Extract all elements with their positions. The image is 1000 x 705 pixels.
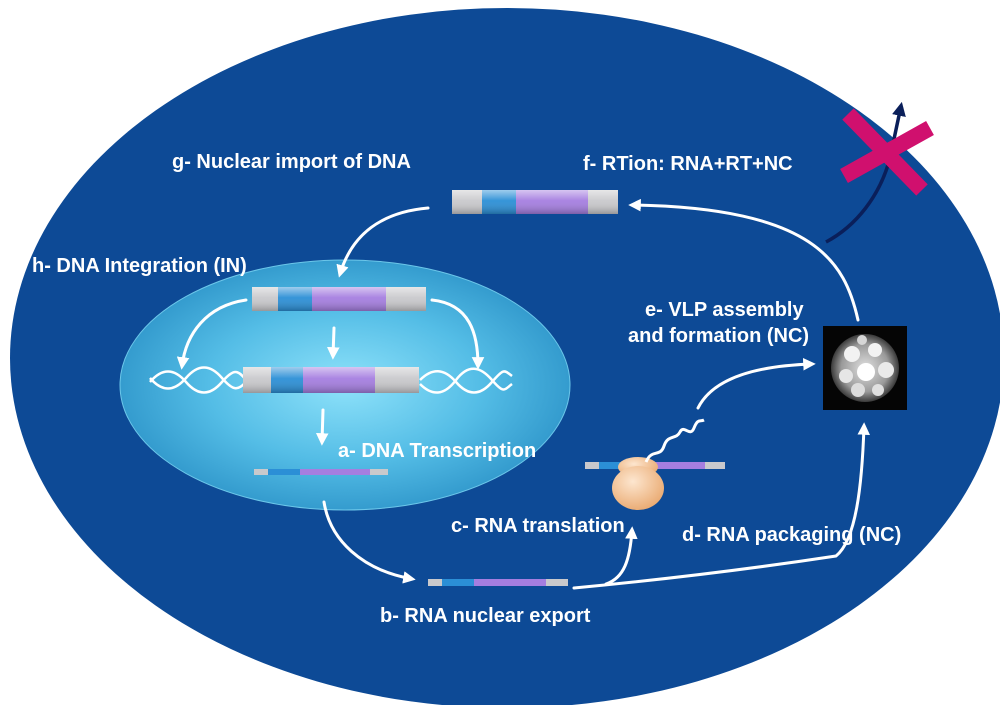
arrow-export xyxy=(322,500,416,584)
integrated-provirus xyxy=(243,367,419,393)
label-packaging: d- RNA packaging (NC) xyxy=(682,524,902,546)
arrow-rtion-to-dna xyxy=(628,198,860,322)
arrow-packaging xyxy=(572,422,871,590)
ribosome-icon xyxy=(612,457,664,510)
arrow-integration-left xyxy=(176,298,248,370)
label-nuclear-import: g- Nuclear import of DNA xyxy=(172,151,411,173)
blocked-cross-icon xyxy=(840,108,934,196)
label-integration: h- DNA Integration (IN) xyxy=(32,255,247,277)
vlp-particle-micrograph-icon xyxy=(823,326,907,410)
label-transcription: a- DNA Transcription xyxy=(338,440,537,462)
arrow-nuclear-import xyxy=(336,206,430,278)
host-chromosome-left xyxy=(149,366,247,394)
mrna-exported xyxy=(428,579,568,586)
label-translation: c- RNA translation xyxy=(451,515,625,537)
label-rtion: f- RTion: RNA+RT+NC xyxy=(583,153,793,175)
label-vlp-assembly-1: e- VLP assembly xyxy=(645,299,804,321)
mrna-nuclear xyxy=(254,469,388,475)
label-nuclear-export: b- RNA nuclear export xyxy=(380,605,591,627)
mrna-translating xyxy=(585,462,725,469)
arrow-assembly xyxy=(696,357,816,410)
dna-cytoplasm-segment xyxy=(452,190,618,214)
dna-nuclear-segment xyxy=(252,287,426,311)
arrow-integration-right xyxy=(430,298,485,370)
arrow-integration-mid xyxy=(327,326,340,360)
arrow-transcription xyxy=(315,408,329,446)
arrow-to-translation xyxy=(604,526,638,586)
label-vlp-assembly-2: and formation (NC) xyxy=(628,325,810,347)
nascent-protein xyxy=(644,418,705,463)
